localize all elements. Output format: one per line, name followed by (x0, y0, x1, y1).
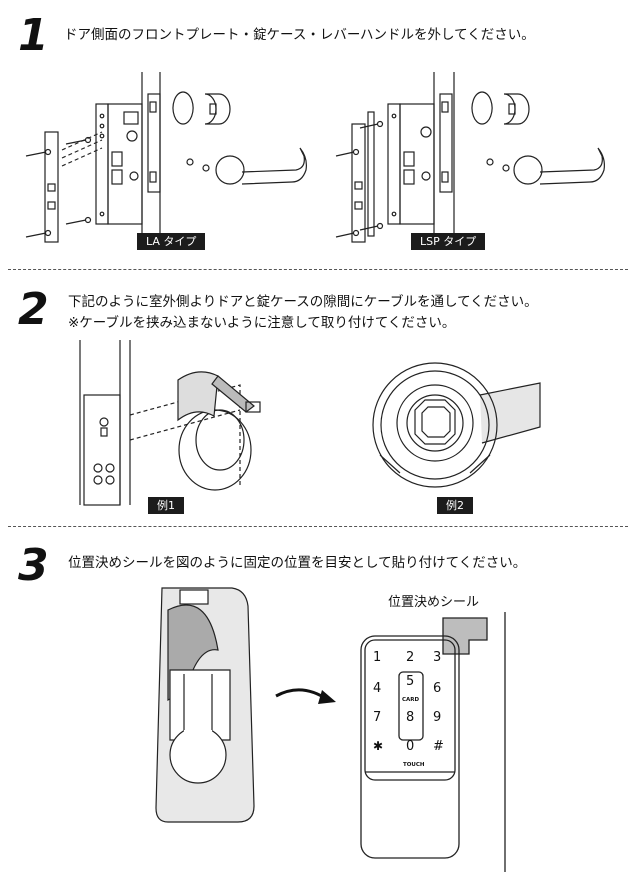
card-label: CARD (402, 697, 420, 703)
seal-label: 位置決めシール (388, 595, 480, 610)
key-2[interactable]: 2 (406, 650, 415, 665)
step-3-number: 3 (18, 540, 49, 591)
divider-1 (8, 269, 628, 270)
positioning-seal-illustration (155, 587, 255, 823)
step-2-number: 2 (18, 284, 49, 335)
tag-example-1: 例1 (148, 497, 184, 514)
key-0[interactable]: 0 (406, 739, 415, 754)
step-2-instruction-line1: 下記のように室外側よりドアと錠ケースの隙間にケーブルを通してください。 (68, 294, 538, 310)
keypad-device-outline (360, 612, 506, 872)
tag-la-type: LA タイプ (137, 233, 206, 250)
key-hash[interactable]: # (433, 739, 444, 754)
tag-example-2: 例2 (437, 497, 473, 514)
keypad: 1 2 3 4 5 6 CARD 7 8 9 ✱ 0 # TOUCH (365, 648, 455, 768)
tag-lsp-type: LSP タイプ (411, 233, 486, 250)
key-1[interactable]: 1 (373, 650, 382, 665)
key-3[interactable]: 3 (433, 650, 442, 665)
example-1-illustration (79, 340, 261, 506)
step-3-instruction: 位置決めシールを図のように固定の位置を目安として貼り付けてください。 (68, 555, 527, 571)
key-9[interactable]: 9 (433, 710, 442, 725)
key-star[interactable]: ✱ (373, 739, 384, 753)
divider-2 (8, 526, 628, 527)
arrow-icon (275, 688, 336, 704)
lsp-type-illustration (335, 72, 605, 243)
key-4[interactable]: 4 (373, 681, 382, 696)
touch-label: TOUCH (403, 762, 425, 768)
key-8[interactable]: 8 (406, 710, 415, 725)
key-5[interactable]: 5 (406, 674, 415, 689)
la-type-illustration (25, 72, 307, 243)
key-7[interactable]: 7 (373, 710, 382, 725)
step-1-number: 1 (18, 10, 49, 61)
example-2-illustration (372, 362, 541, 488)
step-2-instruction-line2: ※ケーブルを挟み込まないように注意して取り付けてください。 (68, 315, 456, 331)
step-1-instruction: ドア側面のフロントプレート・錠ケース・レバーハンドルを外してください。 (64, 27, 535, 43)
key-6[interactable]: 6 (433, 681, 442, 696)
